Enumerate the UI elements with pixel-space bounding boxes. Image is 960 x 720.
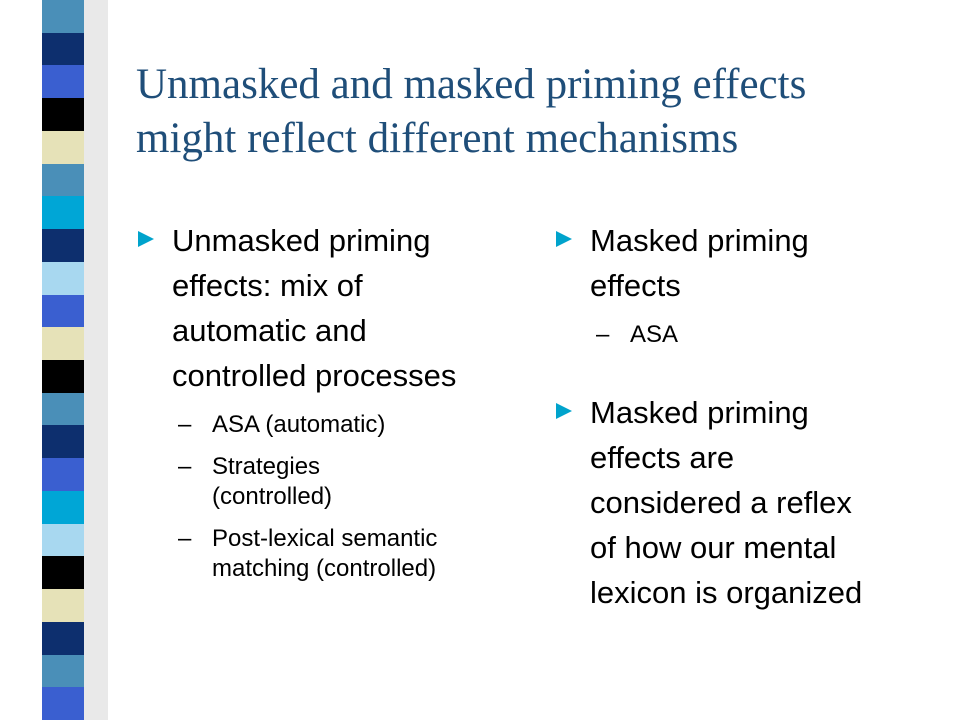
subitem-strategies: – Strategies (controlled) — [138, 452, 528, 512]
bullet-marker-icon — [556, 403, 572, 419]
dash-marker: – — [596, 321, 610, 348]
bullet-line: lexicon is organized — [590, 575, 863, 610]
bullet-line: of how our mental — [590, 530, 837, 565]
bullet-line: Masked priming — [590, 395, 809, 430]
decorative-stripe — [0, 0, 108, 720]
stripe-band — [42, 98, 84, 132]
stripe-band — [42, 556, 84, 590]
dash-marker: – — [178, 411, 192, 438]
subitem-line: matching (controlled) — [212, 555, 437, 582]
stripe-band — [42, 0, 84, 34]
bullet-marker-icon — [556, 231, 572, 247]
subitem-asa-automatic: – ASA (automatic) — [138, 410, 528, 440]
stripe-band — [42, 229, 84, 263]
right-column: Masked priming effects – ASA Masked prim… — [556, 218, 946, 615]
stripe-band — [42, 32, 84, 66]
title-line-1: Unmasked and masked priming effects — [136, 61, 807, 108]
title-line-2: might reflect different mechanisms — [136, 115, 739, 162]
stripe-band — [42, 425, 84, 459]
subitem-asa: – ASA — [556, 320, 946, 350]
stripe-shadow — [32, 0, 42, 720]
stripe-band — [42, 654, 84, 688]
bullet-unmasked-priming: Unmasked priming effects: mix of automat… — [138, 218, 528, 398]
dash-marker: – — [178, 453, 192, 480]
stripe-band — [42, 163, 84, 197]
stripe-band — [42, 130, 84, 165]
bullet-line: automatic and — [172, 313, 367, 348]
bullet-masked-reflex: Masked priming effects are considered a … — [556, 390, 946, 615]
bullet-line: Masked priming — [590, 223, 809, 258]
stripe-band — [42, 687, 84, 720]
stripe-band — [42, 458, 84, 492]
bullet-line: effects — [590, 268, 681, 303]
subitem-line: (controlled) — [212, 483, 333, 510]
slide-title: Unmasked and masked priming effects migh… — [136, 58, 936, 166]
bullet-line: effects: mix of — [172, 268, 363, 303]
subitem-line: Post-lexical semantic — [212, 525, 438, 552]
bullet-marker-icon — [138, 231, 154, 247]
left-column: Unmasked priming effects: mix of automat… — [138, 218, 528, 584]
stripe-band — [42, 196, 84, 230]
subitem-line: ASA — [630, 321, 679, 348]
stripe-band — [42, 261, 84, 296]
stripe-band — [42, 294, 84, 328]
bullet-masked-priming: Masked priming effects — [556, 218, 946, 308]
subitem-line: Strategies — [212, 453, 321, 480]
bullet-line: effects are — [590, 440, 735, 475]
subitem-line: ASA (automatic) — [212, 411, 386, 438]
dash-marker: – — [178, 525, 192, 552]
stripe-band — [42, 392, 84, 426]
bullet-line: considered a reflex — [590, 485, 852, 520]
stripe-band — [42, 360, 84, 394]
stripe-band — [42, 621, 84, 656]
spacer — [556, 350, 946, 390]
bullet-line: controlled processes — [172, 358, 457, 393]
stripe-band — [42, 327, 84, 361]
stripe-band — [42, 523, 84, 557]
stripe-band — [42, 65, 84, 99]
stripe-band — [42, 589, 84, 623]
stripe-band — [42, 490, 84, 525]
stripe-edge — [84, 0, 108, 720]
subitem-post-lexical: – Post-lexical semantic matching (contro… — [138, 524, 528, 584]
bullet-line: Unmasked priming — [172, 223, 431, 258]
